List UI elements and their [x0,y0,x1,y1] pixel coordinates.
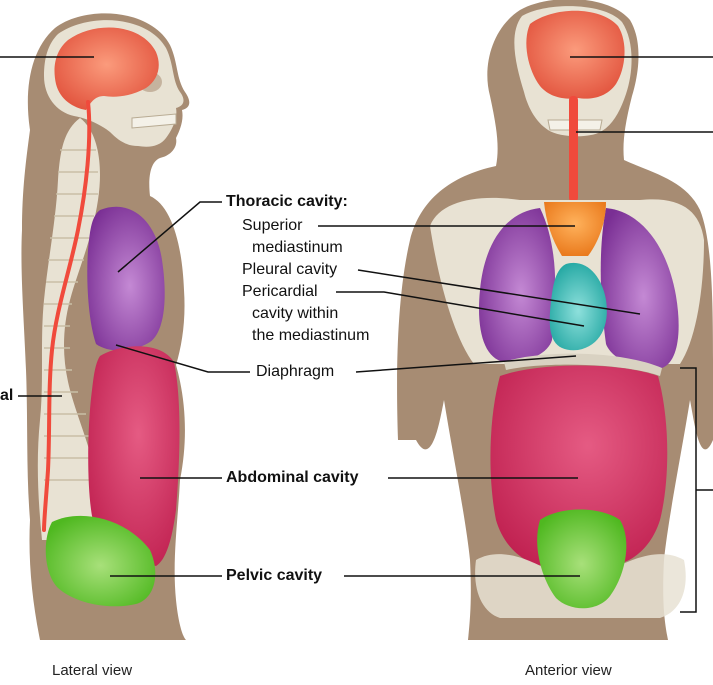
caption-lateral-view: Lateral view [52,662,133,679]
label-diaphragm: Diaphragm [256,363,335,380]
label-superior-line2: mediastinum [252,239,343,256]
lateral-thoracic-cavity [87,206,165,351]
label-superior-line1: Superior [242,217,303,234]
label-pericardial-line3: the mediastinum [252,327,370,344]
label-pelvic-cavity: Pelvic cavity [226,567,323,584]
leader-diaphragm-lateral [115,344,250,373]
label-pericardial-line2: cavity within [252,305,339,322]
leader-pleural [357,269,641,315]
anterior-cranial-cavity [526,10,625,99]
anterior-pericardial-cavity [549,262,607,351]
lateral-teeth [131,113,177,129]
lateral-vertebral-column [37,118,100,540]
lateral-pelvic-cavity [45,515,156,607]
lateral-spinal-cord [42,100,92,532]
anterior-spinal-cord [569,96,578,202]
anterior-diaphragm [504,353,662,376]
anterior-abdominal-cavity [490,365,668,566]
label-thoracic-cavity: Thoracic cavity: [226,193,348,210]
anterior-pelvic-cavity [537,509,627,609]
label-abdominal-cavity: Abdominal cavity [226,469,359,486]
lateral-abdominal-cavity [88,346,180,566]
caption-anterior-view: Anterior view [525,662,612,679]
leader-diaphragm-anterior [355,355,577,373]
label-pericardial-line1: Pericardial [242,283,318,300]
anterior-left-pleural-cavity [479,208,556,363]
lateral-vertebra-lines [44,149,98,481]
label-pleural-cavity: Pleural cavity [242,261,338,278]
leader-lines [0,56,713,613]
leader-pericardial [336,291,585,327]
lateral-cranial-cavity [54,27,159,110]
lateral-view-figure [21,13,190,640]
leader-thoracic [117,201,222,273]
anterior-right-pleural-cavity [600,208,679,369]
label-spinal-fragment: al [0,387,14,404]
anterior-view-figure [397,0,713,640]
anterior-superior-mediastinum [544,202,606,256]
